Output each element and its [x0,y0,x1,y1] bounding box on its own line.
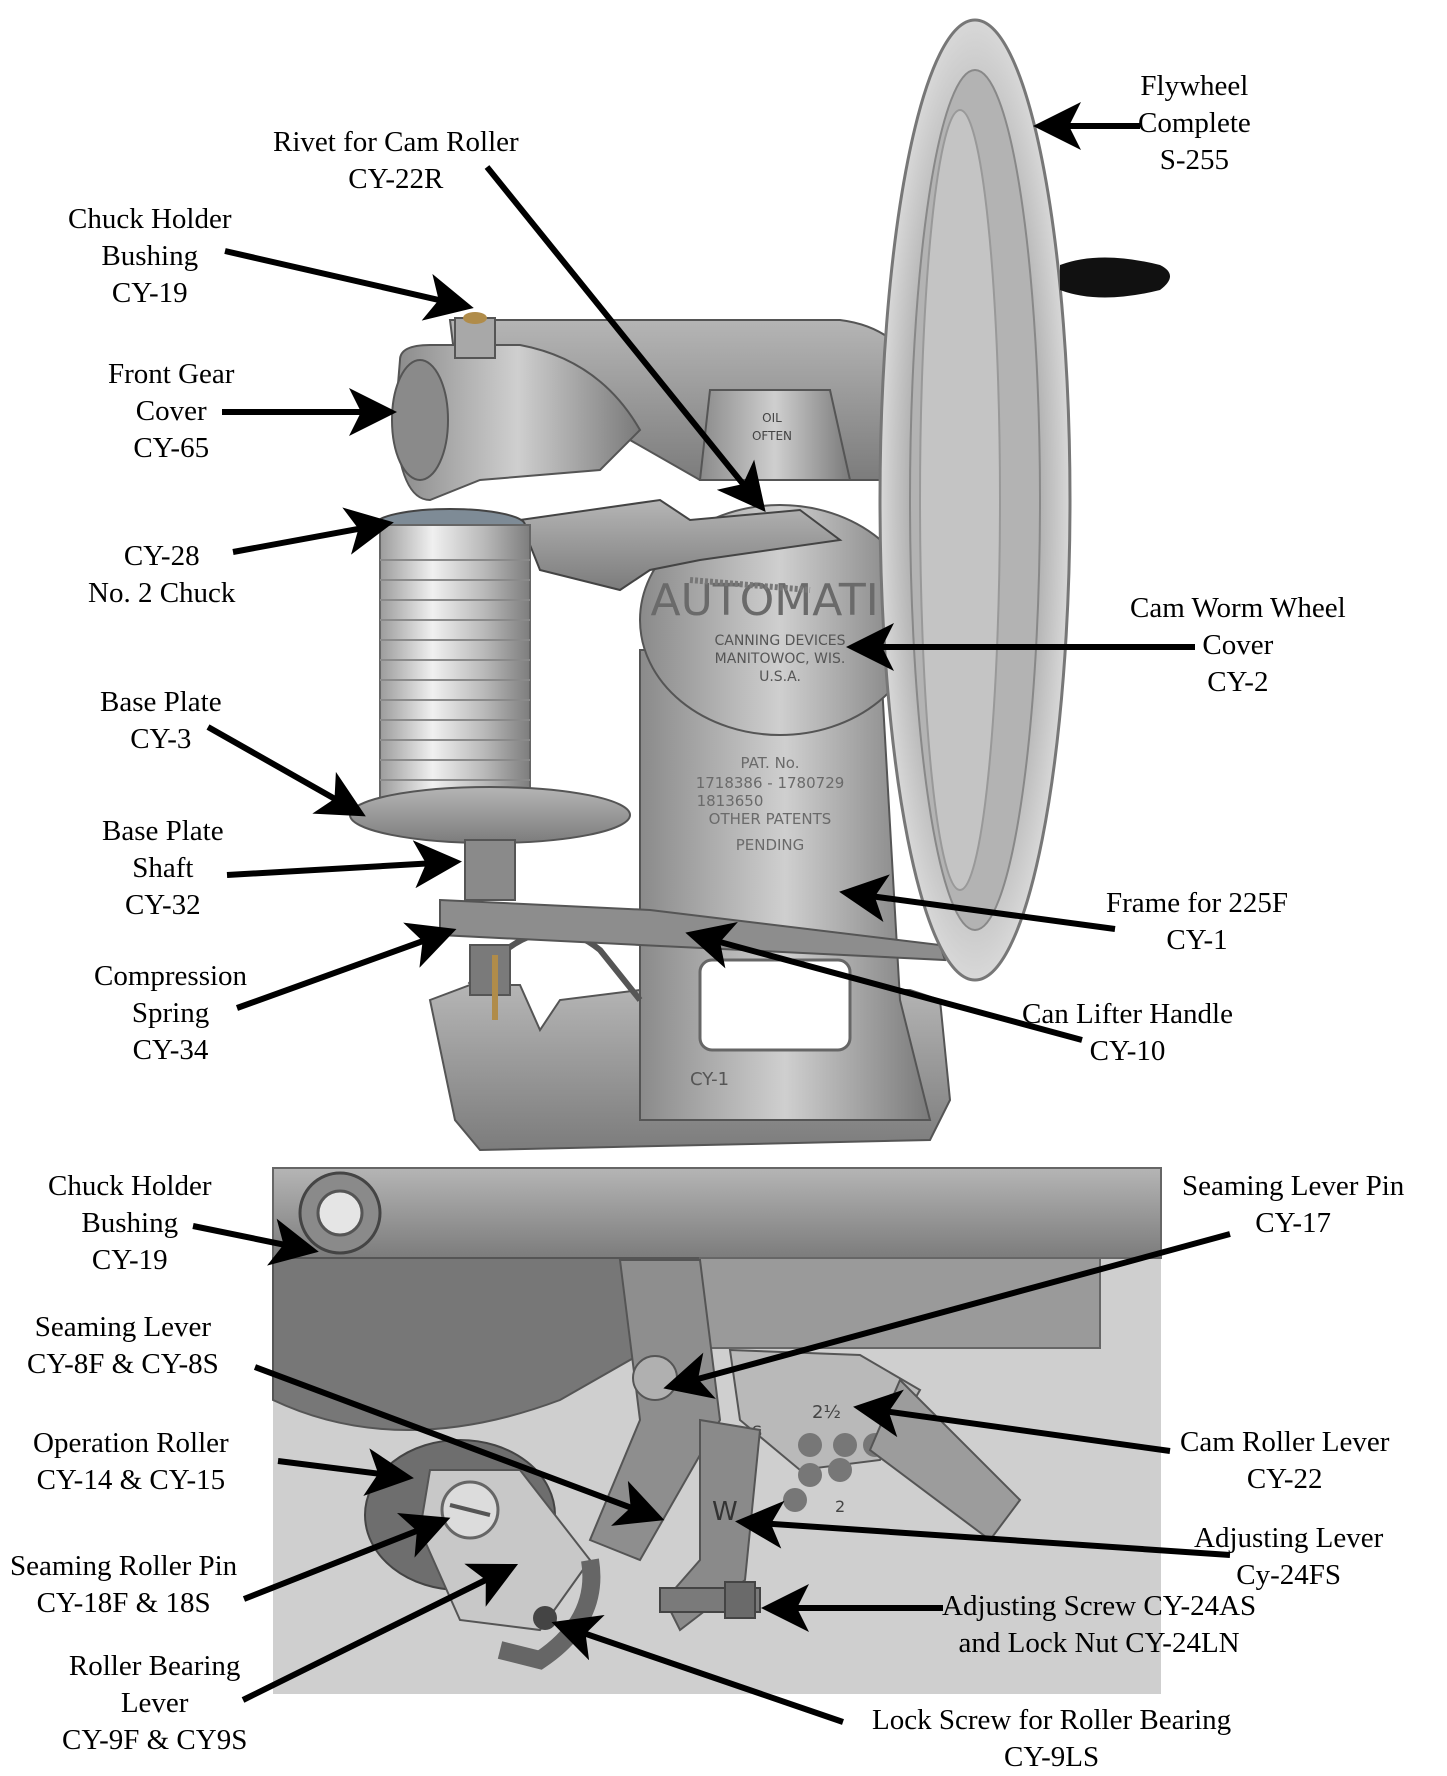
label-adjusting-lever: Adjusting Lever Cy-24FS [1194,1522,1384,1591]
label-adjusting-screw: Adjusting Screw CY-24AS and Lock Nut CY-… [942,1590,1257,1659]
patent-line-5: PENDING [736,836,805,854]
oil-cover [698,389,852,481]
label-base-plate-shaft: Base Plate Shaft CY-32 [102,815,224,921]
arrow-cam-roller-lever [853,1389,1171,1454]
label-front-gear-cover: Front Gear Cover CY-65 [108,358,235,464]
label-seaming-lever: Seaming Lever CY-8F & CY-8S [27,1311,219,1380]
top-plate [272,1167,1162,1259]
label-can-lifter-handle: Can Lifter Handle CY-10 [1022,998,1233,1067]
base-plate [349,786,631,844]
arrow-adjusting-lever [735,1500,1231,1558]
arrow-compression-spring [235,922,457,1011]
label-seaming-lever-pin: Seaming Lever Pin CY-17 [1182,1170,1405,1239]
base-plate-shaft [464,839,516,901]
patent-line-2: 1718386 - 1780729 [696,774,845,792]
label-chuck-holder-bushing-top: Chuck Holder Bushing CY-19 [68,203,232,309]
label-no2-chuck: CY-28 No. 2 Chuck [88,540,236,609]
label-rivet-cam-roller: Rivet for Cam Roller CY-22R [273,126,519,195]
arrow-rivet-cam-roller [484,165,766,513]
lock-screw-detail [533,1606,557,1630]
arrow-base-plate [206,724,366,817]
arrow-operation-roller [277,1448,414,1496]
cam-stamp-2: 2 [835,1497,845,1516]
arrow-seaming-lever [253,1364,665,1526]
cover-brand: AUTOMATIC [650,575,909,626]
label-seaming-roller-pin: Seaming Roller Pin CY-18F & 18S [10,1550,238,1619]
cover-line-4: U.S.A. [759,669,801,685]
label-lock-screw: Lock Screw for Roller Bearing CY-9LS [872,1704,1232,1773]
arrow-chuck-holder-bushing-top [224,248,474,321]
frame-cast-text: CY-1 [690,1069,729,1090]
adjusting-lever-detail [663,1418,762,1632]
arrow-frame [839,874,1116,932]
patent-line-1: PAT. No. [740,754,799,772]
arrow-chuck-holder-bushing-bottom [192,1218,319,1266]
label-cam-worm-wheel-cover: Cam Worm Wheel Cover CY-2 [1130,592,1346,698]
oil-text: OIL [762,411,782,425]
seaming-lever-assembly [518,498,843,592]
flywheel-knob [1060,257,1170,298]
callout-arrows [192,102,1231,1725]
label-operation-roller: Operation Roller CY-14 & CY-15 [33,1427,229,1496]
cam-stamp-1: 2½ [812,1402,841,1423]
can [379,524,531,816]
label-roller-bearing-lever: Roller Bearing Lever CY-9F & CY9S [62,1650,248,1756]
label-frame: Frame for 225F CY-1 [1106,887,1289,956]
arrow-roller-bearing-lever [241,1563,519,1703]
label-flywheel: Flywheel Complete S-255 [1138,70,1251,176]
arrow-lock-screw [551,1614,844,1725]
cover-line-3: MANITOWOC, WIS. [715,651,846,667]
label-base-plate: Base Plate CY-3 [100,686,222,755]
lever-stamp: W [712,1497,738,1527]
chuck-holder-bushing [454,317,496,359]
patent-line-4: OTHER PATENTS [709,810,832,828]
patent-line-3: 1813650 [697,792,764,810]
arrow-can-lifter-handle [685,922,1083,1043]
label-compression-spring: Compression Spring CY-34 [94,960,248,1066]
arrow-seaming-lever-pin [663,1231,1231,1399]
seaming-lever-pin-detail [632,1355,678,1401]
oil-often-text: OFTEN [752,429,792,443]
arrow-seaming-roller-pin [242,1512,451,1602]
bottom-detail: 2½ 2 S W [272,1167,1162,1670]
arrow-base-plate-shaft [226,840,462,889]
cover-line-2: CANNING DEVICES [714,633,845,649]
label-cam-roller-lever: Cam Roller Lever CY-22 [1180,1426,1390,1495]
arrow-no2-chuck [232,507,394,555]
label-chuck-holder-bushing-bottom: Chuck Holder Bushing CY-19 [48,1170,212,1276]
front-gear-cover [393,344,642,502]
